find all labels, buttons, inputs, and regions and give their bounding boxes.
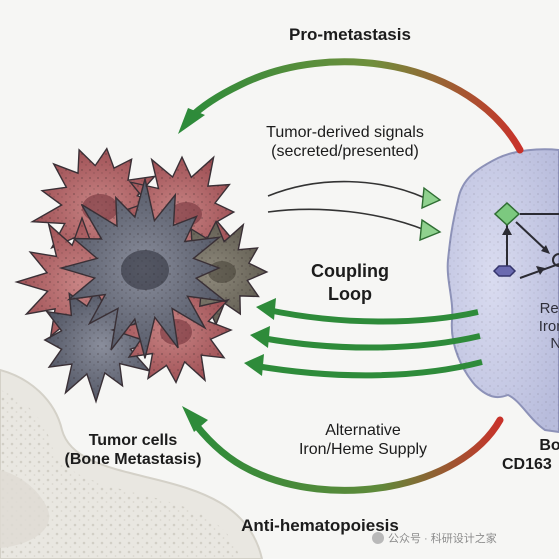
tumor-signals-line1: Tumor-derived signals bbox=[266, 124, 424, 141]
green-diamond-icon bbox=[493, 201, 521, 227]
anti-hematopoiesis-label: Anti-hematopoiesis bbox=[185, 516, 455, 536]
anti-hematopoiesis-text: Anti-hematopoiesis bbox=[241, 516, 399, 535]
pro-metastasis-text: Pro-metastasis bbox=[289, 25, 411, 44]
tumor-signals-line2: (secreted/presented) bbox=[271, 142, 419, 160]
tumor-signal-arrows bbox=[267, 180, 442, 242]
bone-line2: CD163 bbox=[502, 455, 552, 473]
tumor-cell-cluster-icon bbox=[14, 147, 269, 404]
coupling-loop-label: Coupling Loop bbox=[285, 260, 415, 307]
pro-metastasis-arrow bbox=[178, 58, 524, 154]
tumor-cell-red-3-texture bbox=[16, 218, 145, 349]
coupling-line1: Coupling bbox=[311, 261, 389, 281]
bone-macrophage-label: Bo CD163 bbox=[480, 437, 559, 475]
watermark: 公众号 · 科研设计之家 bbox=[372, 530, 497, 546]
alternative-line2: Iron/Heme Supply bbox=[298, 440, 428, 458]
alternative-supply-label: Alternative Iron/Heme Supply bbox=[258, 422, 468, 460]
macrophage-line1: Repro bbox=[539, 300, 559, 317]
tumor-cells-line2: (Bone Metastasis) bbox=[64, 450, 202, 468]
bone-line1: Bo bbox=[539, 437, 559, 454]
tumor-cells-line1: Tumor cells bbox=[88, 432, 178, 449]
tumor-cells-label: Tumor cells (Bone Metastasis) bbox=[28, 432, 238, 470]
anti-hematopoiesis-arrow bbox=[182, 406, 504, 494]
alternative-line1: Alternative bbox=[325, 422, 401, 439]
tumor-nucleus-3 bbox=[208, 261, 236, 283]
macrophage-line2: Iron M bbox=[538, 317, 559, 335]
watermark-text: 公众号 · 科研设计之家 bbox=[388, 533, 497, 545]
tumor-signals-label: Tumor-derived signals (secreted/presente… bbox=[225, 124, 465, 162]
pro-metastasis-label: Pro-metastasis bbox=[210, 25, 490, 45]
tumor-nucleus-main bbox=[121, 250, 169, 290]
purple-hexagon-icon bbox=[492, 265, 517, 277]
coupling-line2: Loop bbox=[328, 284, 372, 305]
wechat-logo-icon bbox=[372, 532, 384, 544]
macrophage-description-label: Repro Iron M Ne bbox=[500, 300, 559, 353]
bone-tissue-icon bbox=[0, 368, 264, 559]
macrophage-cell-icon bbox=[446, 148, 559, 434]
iron-supply-arrows bbox=[244, 298, 483, 379]
macrophage-line3: Ne bbox=[550, 335, 559, 353]
